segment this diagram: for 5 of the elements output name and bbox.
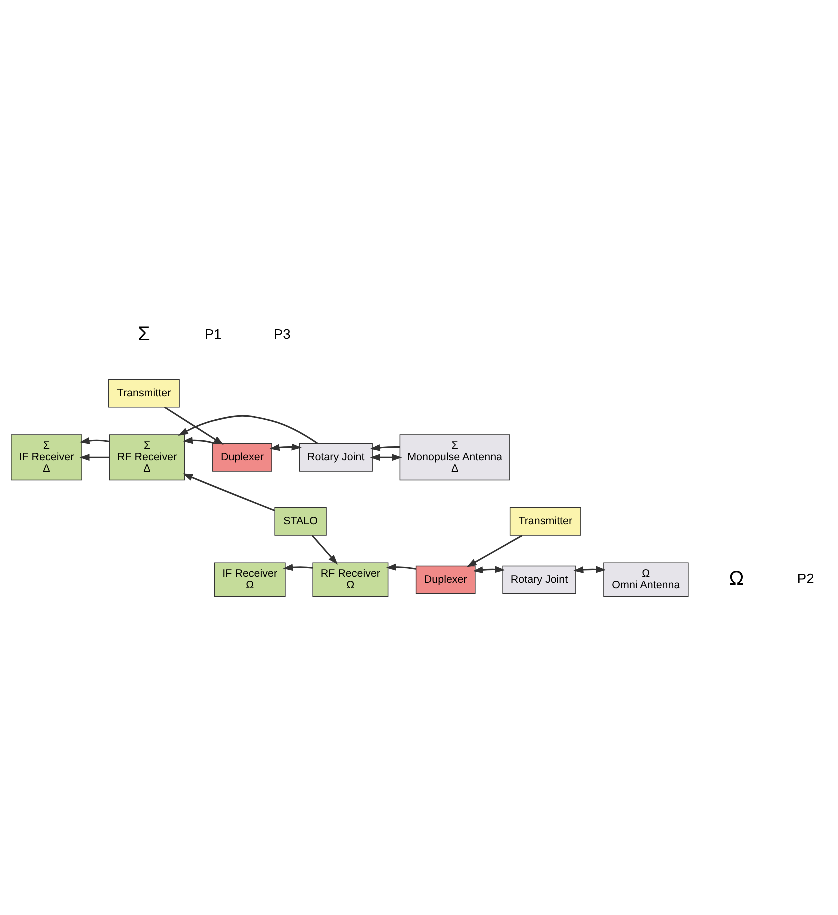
- label: P1: [204, 325, 222, 342]
- label: P2: [797, 570, 814, 586]
- label: Σ: [138, 322, 150, 345]
- label: P3: [274, 325, 291, 342]
- label: Ω: [729, 567, 744, 590]
